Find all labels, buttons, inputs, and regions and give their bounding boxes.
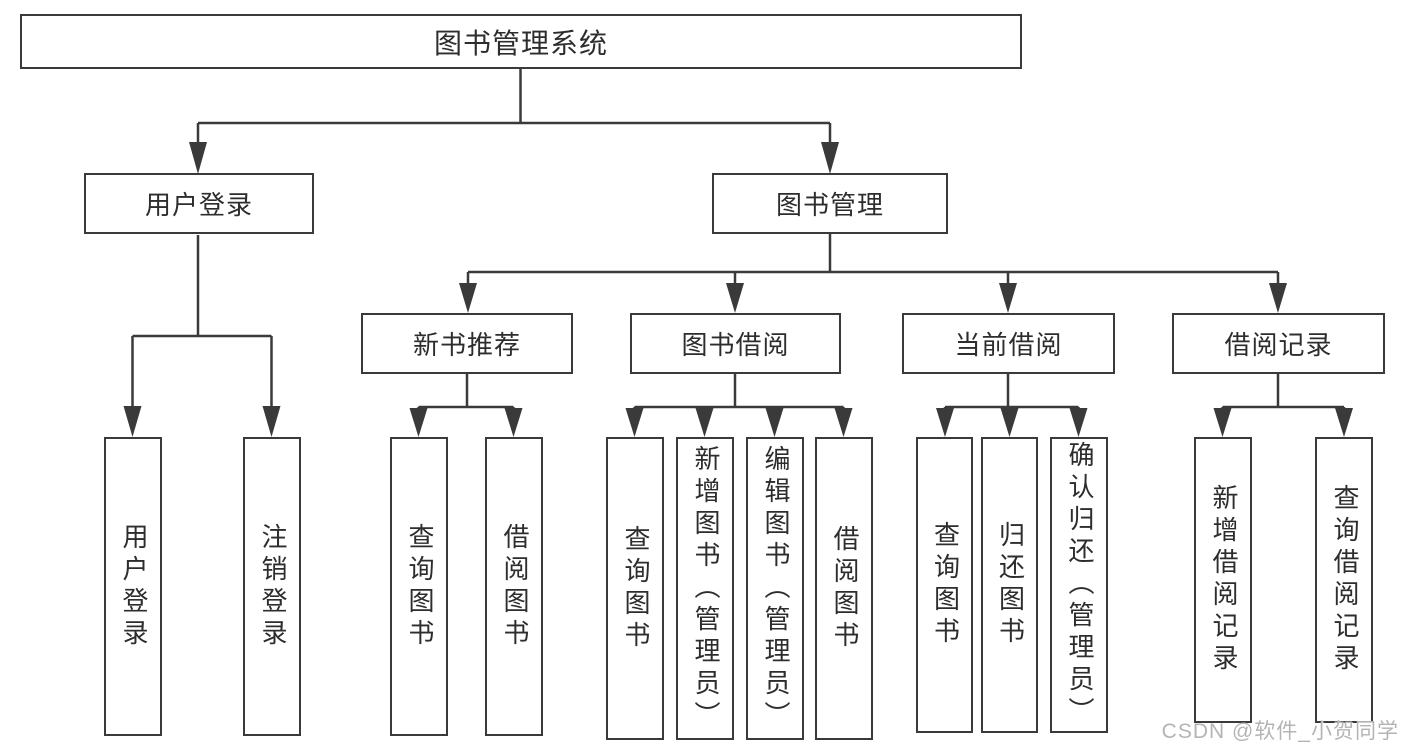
node-user-login: 用户登录 [84,173,314,234]
node-label: 图书管理系统 [433,27,608,59]
arrow-c4 [834,408,853,437]
arrow-d3 [1069,408,1088,437]
arrow-c2 [695,408,714,437]
arrow-to-current-borrow [999,283,1017,313]
connector-book-management-to-level3 [466,234,1280,285]
csdn-watermark: CSDN @软件_小贺同学 [1161,720,1399,743]
node-label: 查询图书 [620,524,651,653]
node-leaf-query-books-recommend: 查询图书 [390,437,448,736]
arrow-e1 [1213,408,1232,437]
node-leaf-user-login: 用户登录 [104,437,162,736]
node-label: 图书管理 [775,190,884,220]
node-label: 注销登录 [257,522,288,651]
connector-root-to-level2 [196,69,832,144]
node-label: 归还图书 [995,521,1026,649]
node-label: 新书推荐 [412,330,521,360]
arrow-c1 [625,408,644,437]
node-label: 借阅图书 [499,522,530,651]
node-label: 新增借阅记录 [1208,484,1239,676]
node-label: 当前借阅 [954,330,1063,360]
node-label: 图书借阅 [681,330,790,360]
node-leaf-borrow-books-recommend: 借阅图书 [485,437,543,736]
node-leaf-query-borrow-record: 查询借阅记录 [1315,437,1373,723]
arrowheads [123,142,1353,437]
arrow-b2 [504,408,523,437]
connector-user-login-to-children [131,235,273,410]
connector-new-book-recommend-to-children [417,374,515,411]
node-leaf-query-books-borrow: 查询图书 [606,437,664,740]
arrow-to-book-management [821,142,839,174]
connector-borrow-records-to-children [1221,374,1346,411]
node-label: 查询图书 [404,522,435,651]
arrow-to-user-login-leaf [123,406,142,437]
node-leaf-add-borrow-record: 新增借阅记录 [1194,437,1252,723]
arrow-d1 [936,408,954,437]
node-new-book-recommend: 新书推荐 [361,313,573,374]
node-leaf-logout: 注销登录 [243,437,301,736]
node-label: 用户登录 [144,190,253,220]
node-label: 查询借阅记录 [1329,484,1360,676]
node-label: 新增图书（管理员） [690,444,721,733]
node-leaf-confirm-return-admin: 确认归还（管理员） [1050,437,1108,733]
node-label: 编辑图书（管理员） [760,444,791,733]
node-leaf-query-books-current: 查询图书 [916,437,973,733]
arrow-c3 [765,408,784,437]
node-current-borrow: 当前借阅 [902,313,1115,374]
node-leaf-borrow-books: 借阅图书 [815,437,873,740]
node-borrow-records: 借阅记录 [1172,313,1385,374]
arrow-b1 [409,408,428,437]
node-leaf-add-books-admin: 新增图书（管理员） [676,437,734,740]
node-book-management: 图书管理 [712,173,948,234]
connector-current-borrow-to-children [943,374,1080,411]
connector-book-borrow-to-children [633,374,845,411]
node-leaf-edit-books-admin: 编辑图书（管理员） [746,437,804,740]
arrow-to-logout-leaf [262,406,281,437]
arrow-to-book-borrow [726,283,744,313]
node-book-borrow: 图书借阅 [630,313,841,374]
node-label: 查询图书 [930,521,961,649]
node-leaf-return-books: 归还图书 [981,437,1038,733]
arrow-to-user-login [189,142,207,174]
arrow-to-new-book-recommend [459,283,477,313]
arrow-e2 [1335,408,1353,437]
arrow-to-borrow-records [1269,283,1287,313]
node-library-management-system: 图书管理系统 [20,14,1022,69]
node-label: 用户登录 [118,522,149,651]
node-label: 借阅记录 [1224,330,1333,360]
node-label: 确认归还（管理员） [1064,441,1095,729]
arrow-d2 [1000,408,1019,437]
node-label: 借阅图书 [829,524,860,653]
